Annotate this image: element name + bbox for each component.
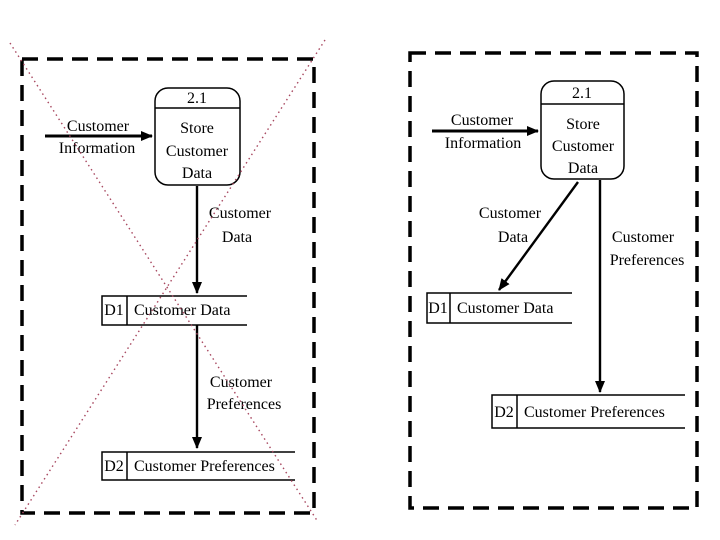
- left-data-store-d1: D1 Customer Data: [101, 295, 247, 326]
- left-d1-name: Customer Data: [134, 302, 230, 319]
- right-process-number: 2.1: [572, 85, 592, 102]
- left-input-flow-label-line1: Customer: [67, 118, 130, 135]
- right-d2-shape: [491, 394, 685, 429]
- left-input-flow: Customer Information: [45, 118, 153, 157]
- left-flow2-label-line2: Preferences: [207, 396, 282, 413]
- right-input-flow-label-line2: Information: [445, 135, 521, 152]
- left-input-flow-label-line2: Information: [59, 140, 135, 157]
- right-process-store-customer-data: 2.1 Store Customer Data: [540, 80, 625, 180]
- right-input-flow: Customer Information: [432, 112, 539, 152]
- right-input-flow-label-line1: Customer: [451, 112, 514, 129]
- right-flow2-label-line1: Customer: [612, 229, 675, 246]
- left-system-boundary: [20, 57, 316, 515]
- right-d1-shape: [426, 292, 572, 324]
- right-d2-id: D2: [494, 404, 514, 421]
- right-d1-name: Customer Data: [457, 300, 553, 317]
- right-flow-process-to-d1-arrow: [498, 181, 579, 291]
- left-flow-process-to-d1: Customer Data: [192, 186, 272, 294]
- left-process-shape: [154, 87, 241, 186]
- red-cross-out-mark: [9, 39, 326, 526]
- left-d2-shape: [101, 451, 295, 481]
- left-d2-id: D2: [104, 458, 124, 475]
- right-process-name-line1: Store: [566, 116, 600, 133]
- right-flow1-label-line2: Data: [498, 229, 528, 246]
- left-flow2-label-line1: Customer: [210, 374, 273, 391]
- right-flow-process-to-d2: Customer Preferences: [595, 180, 685, 393]
- left-flow1-label-line2: Data: [222, 229, 252, 246]
- left-process-number: 2.1: [187, 90, 207, 107]
- left-d1-shape: [101, 295, 247, 326]
- right-flow2-label-line2: Preferences: [610, 252, 685, 269]
- right-data-store-d2: D2 Customer Preferences: [491, 394, 685, 429]
- left-d1-id: D1: [104, 302, 124, 319]
- left-flow1-label-line1: Customer: [209, 205, 272, 222]
- cross-line-ascending: [14, 39, 326, 526]
- right-flow-process-to-d1: Customer Data: [479, 181, 579, 291]
- right-data-store-d1: D1 Customer Data: [426, 292, 572, 324]
- left-process-store-customer-data: 2.1 Store Customer Data: [154, 87, 241, 186]
- right-flow1-label-line1: Customer: [479, 205, 542, 222]
- right-process-name-line2: Customer: [552, 138, 615, 155]
- right-process-name-line3: Data: [568, 160, 598, 177]
- correct-dfd-group: 2.1 Store Customer Data Customer Informa…: [408, 51, 699, 510]
- left-d2-name: Customer Preferences: [134, 458, 275, 475]
- left-flow-d1-to-d2: Customer Preferences: [192, 325, 282, 449]
- incorrect-dfd-group: 2.1 Store Customer Data Customer Informa…: [9, 39, 326, 526]
- left-data-store-d2: D2 Customer Preferences: [101, 451, 295, 481]
- left-process-name-line1: Store: [180, 120, 214, 137]
- left-process-name-line3: Data: [182, 165, 212, 182]
- right-d1-id: D1: [428, 300, 448, 317]
- left-process-name-line2: Customer: [166, 143, 229, 160]
- right-d2-name: Customer Preferences: [524, 404, 665, 421]
- right-system-boundary: [408, 51, 699, 510]
- right-process-shape: [540, 80, 625, 180]
